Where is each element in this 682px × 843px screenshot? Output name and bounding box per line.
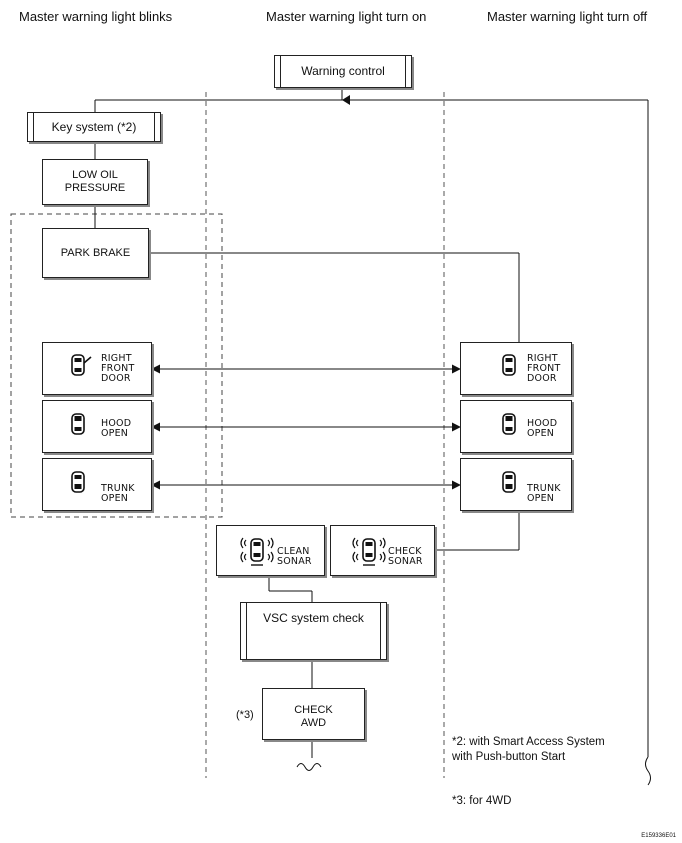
park-brake-block: PARK BRAKE [42,228,149,278]
rfd-left-line1: RIGHT [101,353,132,364]
awd-footnote-marker: (*3) [236,709,254,721]
rfd-left-line2: FRONT [101,363,135,374]
check-sonar-block: CHECK SONAR [330,525,435,576]
car-hood-icon [71,413,85,435]
figure-code: E159336E01 [641,833,676,839]
rfd-right-line2: FRONT [527,363,561,374]
column-heading-on: Master warning light turn on [266,9,427,24]
hood-left-line2: OPEN [101,428,129,439]
low-oil-label-line2: PRESSURE [64,182,126,194]
note-3: *3: for 4WD [452,795,512,807]
clean-sonar-line2: SONAR [277,556,312,567]
column-heading-off: Master warning light turn off [487,9,648,24]
trunk-open-block-left: TRUNK OPEN [42,458,152,511]
trunk-right-line2: OPEN [527,493,555,504]
check-awd-line2: AWD [300,717,327,729]
wavy-continuation-center [296,763,322,771]
low-oil-label-line1: LOW OIL [72,169,118,181]
car-trunk-icon [71,471,85,493]
check-sonar-line2: SONAR [388,556,423,567]
car-door-icon [502,354,516,376]
warning-control-label: Warning control [301,64,385,78]
park-brake-label: PARK BRAKE [60,247,131,259]
arrow-into-warning-control [342,95,350,105]
clean-sonar-line1: CLEAN [277,546,310,557]
clean-sonar-block: CLEAN SONAR [216,525,325,576]
note-2-line2: with Push-button Start [452,751,566,763]
rfd-right-line3: DOOR [527,373,557,384]
check-sonar-line1: CHECK [388,546,422,557]
hood-right-line1: HOOD [527,418,558,429]
car-door-open-icon [71,354,92,376]
hood-right-line2: OPEN [527,428,555,439]
check-awd-line1: CHECK [294,704,333,716]
rfd-left-line3: DOOR [101,373,131,384]
car-hood-icon [502,413,516,435]
low-oil-pressure-block: LOW OIL PRESSURE [42,159,148,205]
trunk-right-line1: TRUNK [527,483,561,494]
trunk-left-line2: OPEN [101,493,129,504]
car-trunk-icon [502,471,516,493]
vsc-system-check-block: VSC system check [240,602,387,660]
vsc-label: VSC system check [263,611,364,625]
right-front-door-block-left: RIGHT FRONT DOOR [42,342,152,395]
note-2-line1: *2: with Smart Access System [452,736,605,748]
warning-control-block: Warning control [274,55,412,88]
check-awd-block: CHECK AWD [262,688,365,740]
trunk-open-block-right: TRUNK OPEN [460,458,572,511]
wavy-continuation-right [645,756,651,786]
key-system-label: Key system (*2) [51,120,137,134]
rfd-right-line1: RIGHT [527,353,558,364]
sonar-sensor-icon [240,537,274,566]
key-system-block: Key system (*2) [27,112,161,142]
right-front-door-block-right: RIGHT FRONT DOOR [460,342,572,395]
hood-open-block-left: HOOD OPEN [42,400,152,453]
hood-left-line1: HOOD [101,418,132,429]
hood-open-block-right: HOOD OPEN [460,400,572,453]
trunk-left-line1: TRUNK [101,483,135,494]
column-heading-blinks: Master warning light blinks [19,9,173,24]
sonar-sensor-icon [352,537,386,566]
